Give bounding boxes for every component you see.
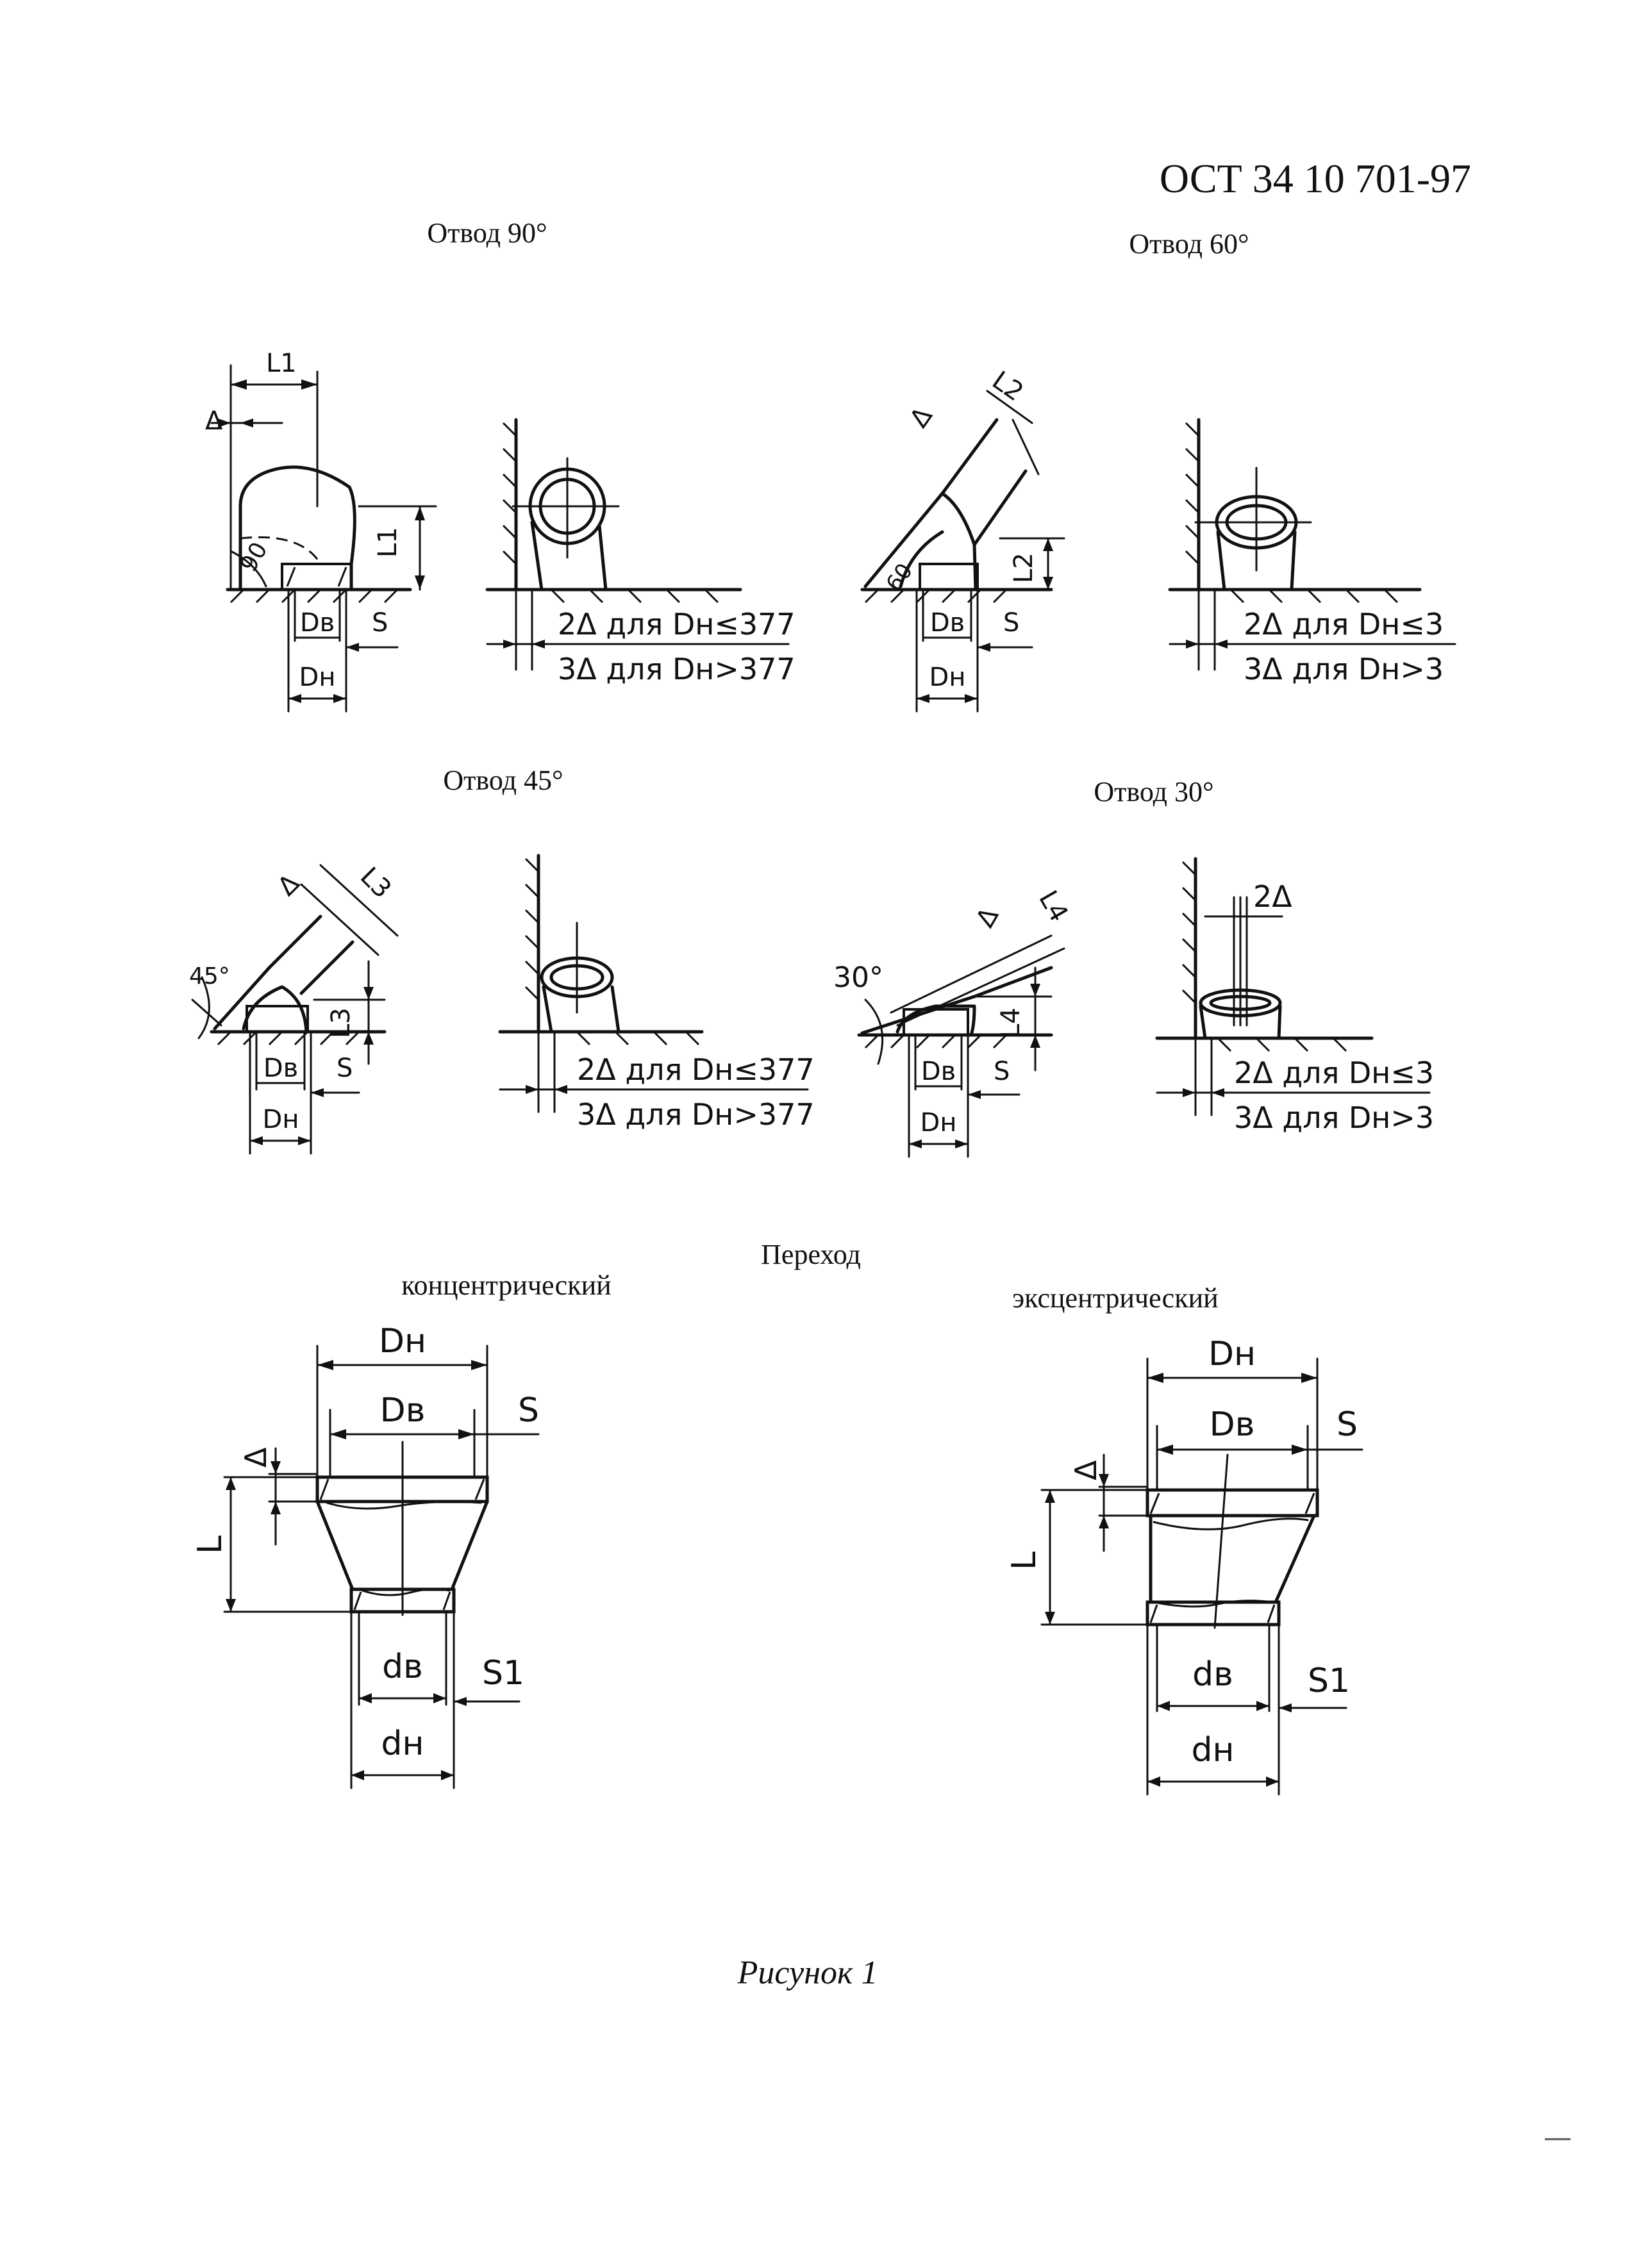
eccentric-outer-small-label: dн — [1191, 1731, 1234, 1769]
eccentric-wall-big-label: S — [1337, 1405, 1358, 1444]
heading-concentric: концентрический — [401, 1270, 611, 1301]
elbow-90-length-label-vertical: L1 — [373, 527, 403, 558]
heading-elbow-45: Отвод 45° — [443, 765, 563, 796]
eccentric-delta-label: Δ — [1069, 1460, 1103, 1480]
concentric-inner-big-label: Dв — [380, 1391, 426, 1430]
eccentric-wall-small-label: S1 — [1308, 1662, 1350, 1700]
elbow-60-tolerance-1: 2Δ для Dн≤3 — [1244, 607, 1444, 641]
elbow-90-length-label: L1 — [266, 349, 297, 378]
elbow-45-tolerance-1: 2Δ для Dн≤377 — [577, 1052, 815, 1087]
elbow-45-angle: 45° — [189, 963, 230, 989]
elbow-30-delta-label: Δ — [970, 902, 1005, 932]
elbow-30-tolerance-2: 3Δ для Dн>3 — [1234, 1100, 1434, 1135]
standard-number: ОСТ 34 10 701-97 — [1160, 156, 1471, 201]
heading-elbow-90: Отвод 90° — [427, 217, 547, 249]
elbow-30-inner-diameter: Dв — [921, 1057, 956, 1086]
elbow-30-tolerance-1: 2Δ для Dн≤3 — [1234, 1055, 1434, 1090]
elbow-90-tolerance-1: 2Δ для Dн≤377 — [558, 607, 796, 641]
concentric-outer-big-label: Dн — [379, 1322, 426, 1361]
heading-elbow-30: Отвод 30° — [1094, 776, 1213, 807]
elbow-60-length-label: L2 — [987, 366, 1028, 408]
elbow-30-gap-label: 2Δ — [1253, 879, 1292, 914]
elbow-45-length-label: L3 — [354, 862, 397, 904]
elbow-90-outer-diameter: Dн — [299, 663, 336, 692]
elbow-45-inner-diameter: Dв — [263, 1054, 298, 1083]
elbow-45-side-view: 45° L3 Δ L3 Dв S Dн — [189, 862, 399, 1155]
elbow-30-wall-thickness: S — [994, 1057, 1010, 1086]
concentric-delta-label: Δ — [238, 1447, 273, 1468]
elbow-30-length-label: L4 — [1033, 886, 1074, 927]
heading-elbow-60: Отвод 60° — [1129, 228, 1249, 260]
elbow-60-inner-diameter: Dв — [930, 608, 965, 638]
concentric-outer-small-label: dн — [381, 1725, 424, 1763]
eccentric-length-label: L — [1005, 1552, 1044, 1570]
concentric-inner-small-label: dв — [382, 1648, 423, 1686]
elbow-30-length-label-vertical: L4 — [996, 1007, 1026, 1038]
elbow-30-angle: 30° — [833, 961, 883, 994]
elbow-30-outer-diameter: Dн — [920, 1108, 957, 1138]
elbow-30-tolerance-view: 2Δ 2Δ для Dн≤3 3Δ для Dн>3 — [1155, 857, 1434, 1135]
heading-eccentric: эксцентрический — [1012, 1282, 1218, 1314]
elbow-60-tolerance-2: 3Δ для Dн>3 — [1244, 652, 1444, 686]
concentric-length-label: L — [191, 1535, 229, 1554]
elbow-60-wall-thickness: S — [1003, 608, 1019, 638]
concentric-wall-big-label: S — [518, 1391, 539, 1430]
elbow-60-outer-diameter: Dн — [929, 663, 966, 692]
elbow-30-side-view: 30° L4 Δ L4 Dв S Dн — [833, 886, 1074, 1158]
eccentric-transition-drawing: Dн Dв S Δ L dв S1 dн — [1005, 1335, 1363, 1796]
elbow-60-length-label-vertical: L2 — [1009, 552, 1038, 583]
elbow-90-wall-thickness: S — [372, 608, 388, 638]
eccentric-outer-big-label: Dн — [1208, 1335, 1256, 1373]
eccentric-inner-small-label: dв — [1192, 1655, 1233, 1694]
elbow-60-tolerance-view: 2Δ для Dн≤3 3Δ для Dн>3 — [1168, 418, 1456, 686]
figure-caption: Рисунок 1 — [737, 1955, 878, 1991]
elbow-45-tolerance-2: 3Δ для Dн>377 — [577, 1097, 815, 1132]
elbow-60-side-view: 60 L2 Δ L2 Dв S Dн — [860, 366, 1065, 713]
elbow-45-wall-thickness: S — [337, 1054, 353, 1083]
concentric-transition-drawing: Dн Dв S Δ L dв S1 dн — [191, 1322, 540, 1789]
elbow-45-outer-diameter: Dн — [263, 1105, 299, 1134]
elbow-90-tolerance-view: 2Δ для Dн≤377 3Δ для Dн>377 — [485, 418, 796, 686]
elbow-60-delta-label: Δ — [904, 401, 939, 433]
elbow-90-inner-diameter: Dв — [300, 608, 335, 638]
heading-transition: Переход — [761, 1239, 861, 1270]
concentric-wall-small-label: S1 — [482, 1654, 524, 1693]
eccentric-inner-big-label: Dв — [1210, 1405, 1255, 1444]
elbow-45-length-label-vertical: L3 — [326, 1007, 356, 1038]
elbow-90-tolerance-2: 3Δ для Dн>377 — [558, 652, 796, 686]
elbow-90-side-view: 90 L1 Δ L1 Dв S Dн — [205, 349, 437, 713]
elbow-45-tolerance-view: 2Δ для Dн≤377 3Δ для Dн>377 — [498, 854, 815, 1132]
